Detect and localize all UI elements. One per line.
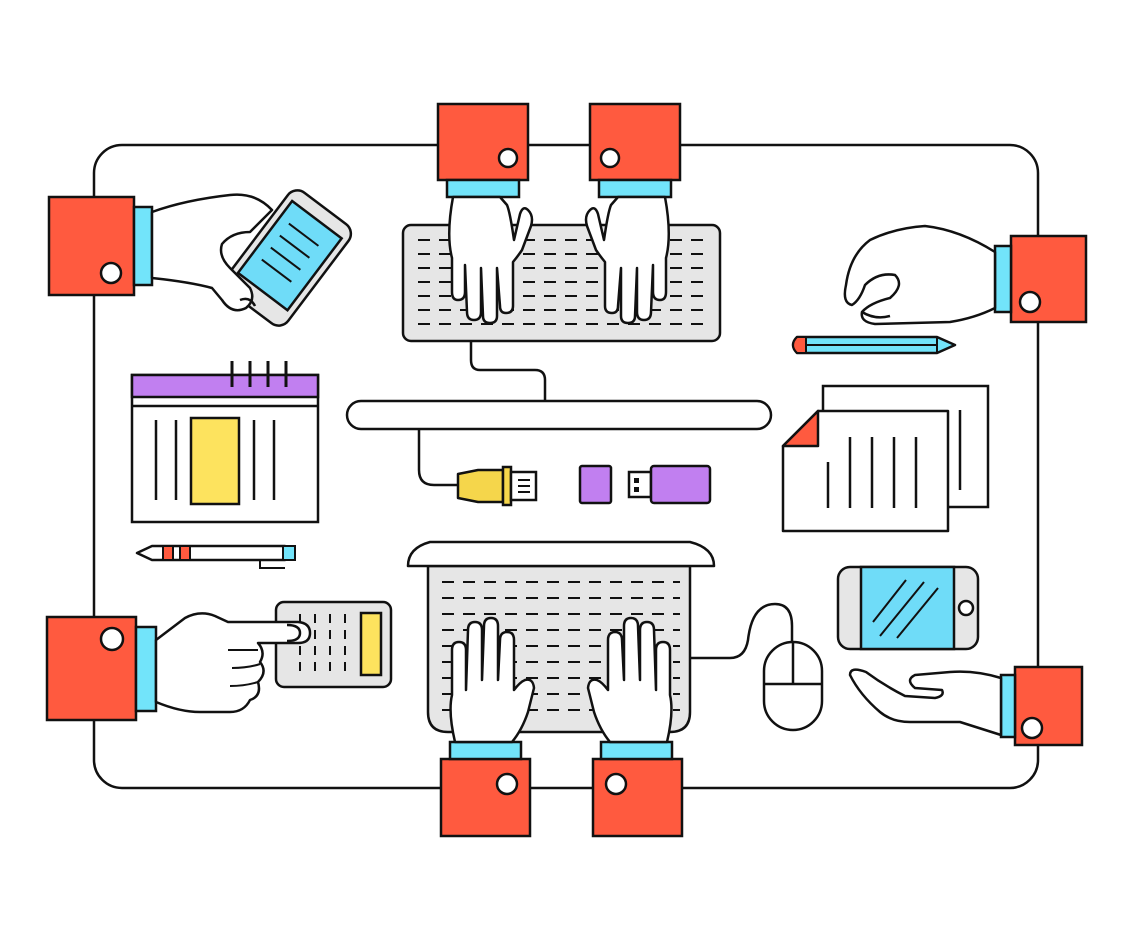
hand-icon: [584, 102, 682, 325]
hand-icon: [586, 616, 684, 838]
hand-icon: [843, 224, 1088, 326]
hand-icon: [436, 102, 534, 325]
document-icon: [781, 384, 990, 533]
flash-drive-icon: [578, 464, 712, 505]
hand-icon: [47, 193, 274, 312]
mouse-icon: [690, 602, 824, 732]
hand-icon: [848, 665, 1084, 747]
calendar-icon: [130, 361, 320, 524]
pen-icon: [135, 544, 296, 569]
calculator-icon: [274, 600, 393, 689]
usb-cable-icon: [417, 429, 538, 507]
tablet-icon: [836, 565, 980, 651]
pencil-icon: [791, 335, 957, 355]
smartphone-icon: [223, 189, 353, 327]
monitor-icon: [345, 399, 773, 431]
hand-icon: [439, 616, 536, 838]
hand-icon: [45, 612, 312, 722]
